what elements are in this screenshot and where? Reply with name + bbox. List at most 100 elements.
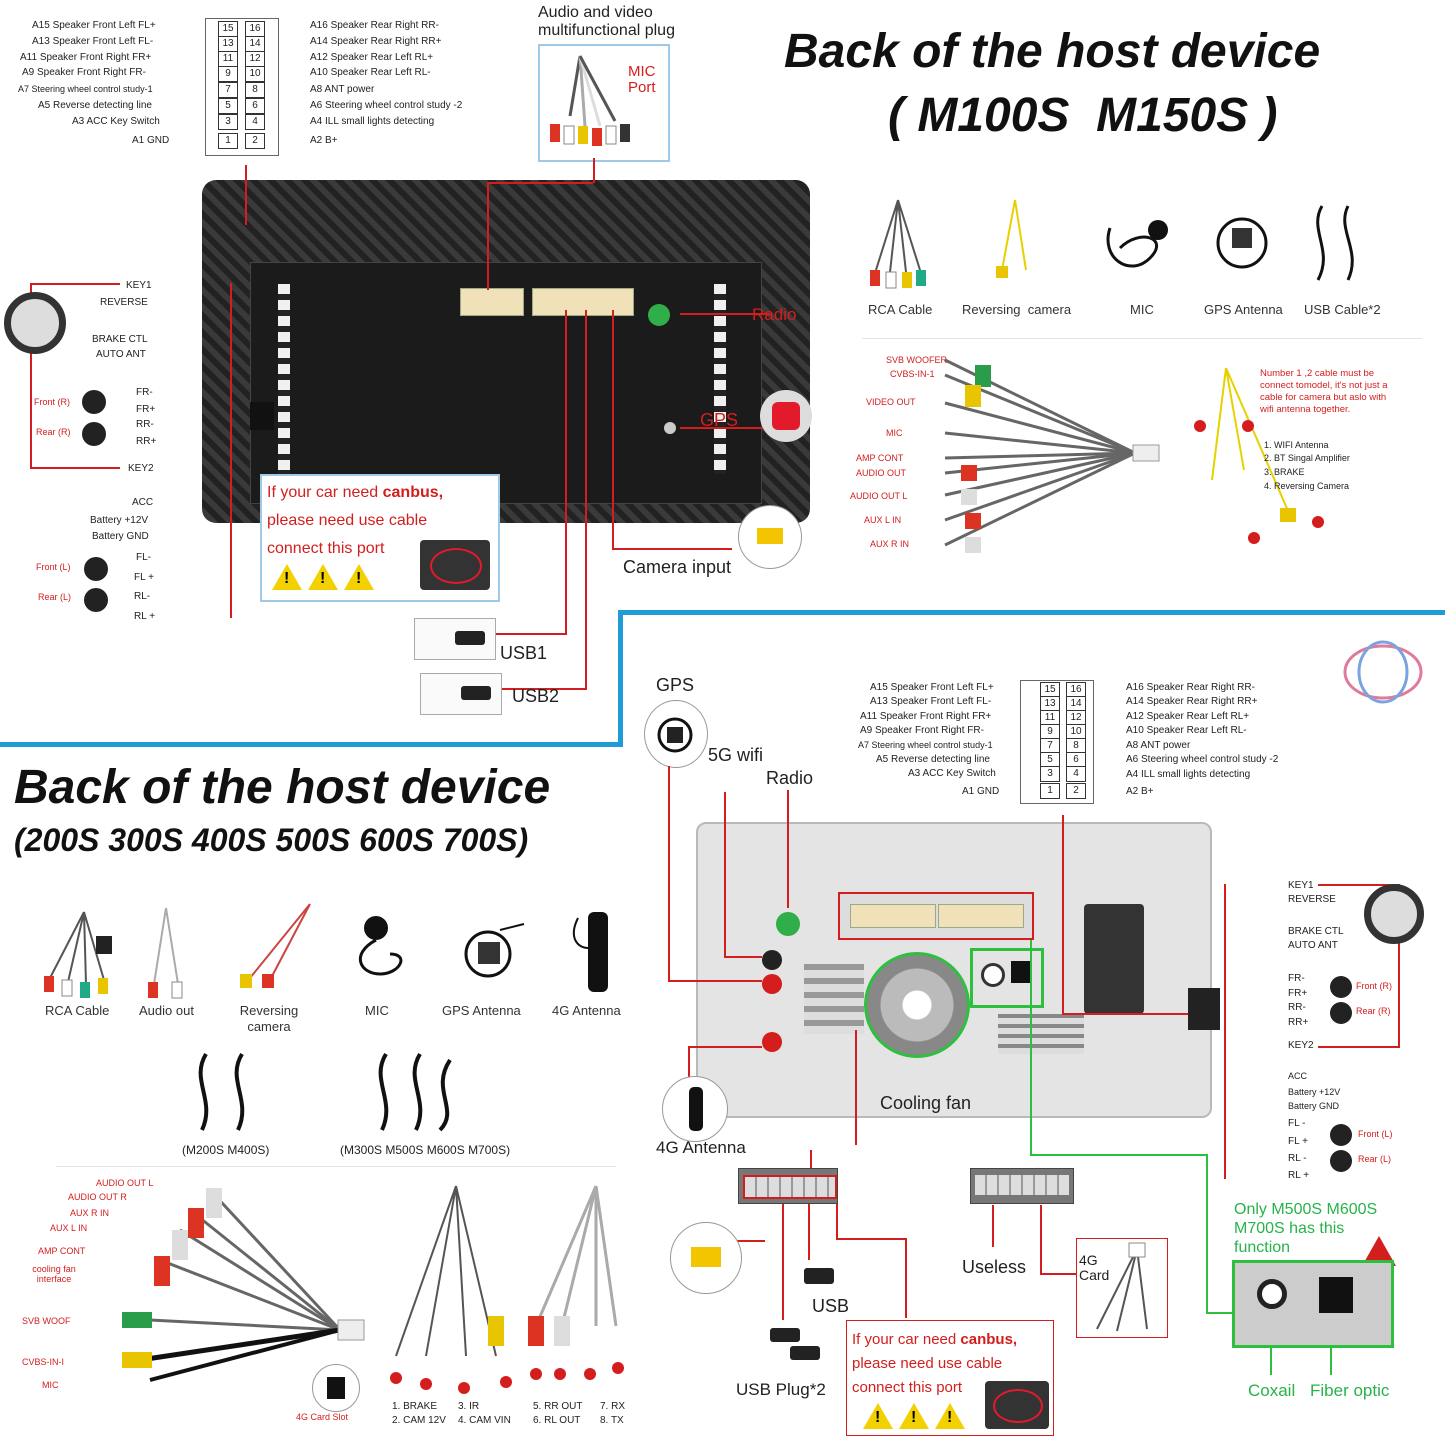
reverse-label: REVERSE bbox=[100, 297, 148, 308]
canbus-line3: connect this port bbox=[267, 540, 385, 557]
front-l-label: Front (L) bbox=[36, 562, 71, 572]
harness-label: AUDIO OUT bbox=[856, 468, 907, 478]
pin-right-4: A8 ANT power bbox=[1126, 740, 1191, 751]
warning-icon bbox=[344, 564, 374, 590]
pin-right-7: A2 B+ bbox=[1126, 786, 1154, 797]
harness-label: CVBS-IN-1 bbox=[890, 369, 935, 379]
pin-num-9: 9 bbox=[218, 66, 238, 82]
rr-minus-label: RR- bbox=[136, 419, 154, 430]
warning-icon bbox=[935, 1403, 965, 1429]
right-label: REVERSE bbox=[1288, 894, 1336, 905]
fl-plus-label: FL + bbox=[134, 572, 154, 583]
top-radio-port bbox=[648, 304, 670, 326]
warning-icons bbox=[863, 1403, 971, 1434]
camera-cables-icon bbox=[390, 1185, 624, 1394]
pin-left-5: A5 Reverse detecting line bbox=[38, 100, 152, 111]
right-label: FL + bbox=[1288, 1136, 1308, 1147]
reversing-camera-icon bbox=[230, 900, 320, 992]
harness-label: AUDIO OUT L bbox=[850, 491, 908, 501]
usb-plug-label: USB Plug*2 bbox=[736, 1380, 826, 1399]
warning-icons bbox=[272, 564, 380, 595]
pin-right-0: A16 Speaker Rear Right RR- bbox=[310, 20, 439, 31]
top-gps-label: GPS bbox=[700, 410, 739, 430]
pin-left-0: A15 Speaker Front Left FL+ bbox=[32, 20, 156, 31]
pin-num-1: 1 bbox=[218, 133, 238, 149]
pin-num-11: 11 bbox=[218, 51, 238, 67]
canbus-line2: please need use cable bbox=[852, 1355, 1003, 1372]
key1-label: KEY1 bbox=[126, 280, 152, 291]
pin-left-1: A13 Speaker Front Left FL- bbox=[870, 696, 992, 707]
bottom-4g-antenna-label: 4G Antenna bbox=[656, 1138, 746, 1157]
camera-input-label: Camera input bbox=[623, 557, 732, 577]
pin-left-6: A3 ACC Key Switch bbox=[908, 768, 996, 779]
usb2-label: USB2 bbox=[512, 686, 560, 706]
mic-icon bbox=[1100, 218, 1172, 280]
steering-wheel-icon bbox=[4, 292, 66, 354]
usb-cables-icon bbox=[186, 1050, 266, 1132]
rr-plus-label: RR+ bbox=[136, 436, 157, 447]
acc-label: ACC bbox=[132, 497, 154, 508]
pin-num-8: 8 bbox=[245, 82, 265, 98]
gps-antenna-icon bbox=[460, 920, 530, 986]
camera-cable-icon bbox=[1194, 367, 1324, 544]
pin-left-6: A3 ACC Key Switch bbox=[72, 116, 160, 127]
pin-num-4: 4 bbox=[245, 114, 265, 130]
cable-legend-4: 4. CAM VIN bbox=[458, 1415, 511, 1426]
bottom-iso-plug bbox=[1188, 988, 1220, 1030]
acc-gps-antenna: GPS Antenna bbox=[442, 1003, 521, 1018]
4g-antenna-icon bbox=[568, 908, 612, 992]
battery12-label: Battery +12V bbox=[90, 515, 149, 526]
pin-num-10: 10 bbox=[245, 66, 265, 82]
acc-audio-out: Audio out bbox=[139, 1003, 194, 1018]
rear-r-label: Rear (R) bbox=[36, 427, 71, 437]
speaker-icon bbox=[82, 422, 106, 446]
pin-num-2: 2 bbox=[245, 133, 265, 149]
pin-num-15: 15 bbox=[218, 21, 238, 37]
pin-right-6: A4 ILL small lights detecting bbox=[1126, 769, 1251, 780]
pin-right-0: A16 Speaker Rear Right RR- bbox=[1126, 682, 1255, 693]
usb-plug-pair-icon bbox=[740, 1318, 830, 1368]
gps-antenna-icon bbox=[1212, 208, 1272, 278]
bottom-radio-label: Radio bbox=[766, 768, 814, 788]
pin-num-5: 5 bbox=[218, 98, 238, 114]
harness-label: AMP CONT bbox=[856, 453, 904, 463]
pin-right-2: A12 Speaker Rear Left RL+ bbox=[310, 52, 434, 63]
rear-l-label: Rear (L) bbox=[38, 592, 72, 602]
pin-left-7: A1 GND bbox=[132, 135, 170, 146]
pin-left-3: A9 Speaker Front Right FR- bbox=[860, 725, 984, 736]
harness-label: AUDIO OUT L bbox=[96, 1178, 154, 1188]
auto-ant-label: AUTO ANT bbox=[96, 349, 146, 360]
rl-minus-label: RL- bbox=[134, 591, 151, 602]
speaker-icon bbox=[1330, 976, 1352, 998]
pin-right-5: A6 Steering wheel control study -2 bbox=[1126, 754, 1279, 765]
note-item-1: 1. WIFI Antenna bbox=[1264, 440, 1329, 450]
cable-legend-8: 8. TX bbox=[600, 1415, 624, 1426]
speaker-label: Front (R) bbox=[1356, 981, 1392, 991]
pin-right-5: A6 Steering wheel control study -2 bbox=[310, 100, 463, 111]
top-canbus-note: If your car need canbus, please need use… bbox=[260, 474, 500, 602]
acc-gps-antenna: GPS Antenna bbox=[1204, 302, 1283, 317]
right-label: AUTO ANT bbox=[1288, 940, 1338, 951]
fr-plus-label: FR+ bbox=[136, 404, 156, 415]
cable-legend-5: 5. RR OUT bbox=[533, 1401, 583, 1412]
warning-icon bbox=[899, 1403, 929, 1429]
pin-num-2: 2 bbox=[1066, 783, 1086, 799]
bottom-subtitle: (200S 300S 400S 500S 600S 700S) bbox=[14, 822, 529, 858]
top-device-back bbox=[202, 180, 810, 523]
usb-cable-icon bbox=[1308, 200, 1364, 284]
canbus-bold: canbus, bbox=[960, 1331, 1018, 1348]
pin-right-7: A2 B+ bbox=[310, 135, 338, 146]
bottom-title: Back of the host device bbox=[14, 761, 551, 814]
pin-left-7: A1 GND bbox=[962, 786, 1000, 797]
bottom-canbus-note: If your car need canbus, please need use… bbox=[846, 1320, 1054, 1436]
usb-plug-icon bbox=[790, 1260, 840, 1290]
canbus-line1: If your car need bbox=[267, 484, 383, 501]
pin-num-7: 7 bbox=[218, 82, 238, 98]
acc-usb-cable: USB Cable*2 bbox=[1304, 302, 1381, 317]
battery-gnd-label: Battery GND bbox=[92, 531, 149, 542]
speaker-icon bbox=[1330, 1124, 1352, 1146]
pin-right-1: A14 Speaker Rear Right RR+ bbox=[310, 36, 442, 47]
harness-label: AUX R IN bbox=[70, 1208, 110, 1218]
rca-cable-icon bbox=[866, 199, 930, 290]
pin-num-4: 4 bbox=[1066, 766, 1086, 782]
